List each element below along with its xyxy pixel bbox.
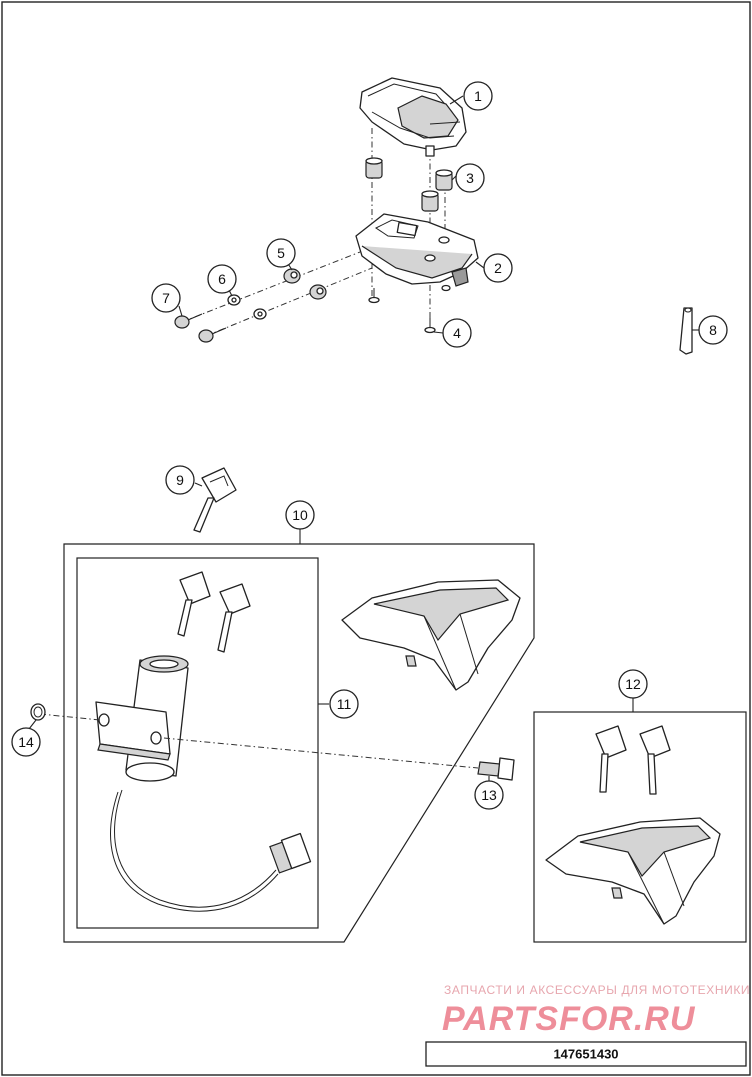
washer [227,294,267,320]
callout-8: 8 [698,315,728,345]
dashboard-assembly [174,77,479,343]
svg-text:2: 2 [494,260,502,276]
lock-housing-trim [545,817,721,925]
svg-text:9: 9 [176,472,184,488]
set-outline [63,543,535,943]
svg-text:7: 7 [162,290,170,306]
grommet [283,268,327,300]
svg-text:4: 4 [453,325,461,341]
watermark-brand: PARTSFOR.RU [442,1000,696,1038]
svg-text:10: 10 [292,507,308,523]
callout-6: 6 [207,264,237,294]
rubber-bushing [365,157,453,212]
watermark-subtitle: ЗАПЧАСТИ И АКСЕССУАРЫ ДЛЯ МОТОТЕХНИКИ [444,983,750,997]
svg-text:1: 1 [474,88,482,104]
ignition-cylinder [95,655,312,912]
callout-14: 14 [11,727,41,757]
svg-text:11: 11 [337,696,352,712]
callout-2: 2 [483,253,513,283]
lock-screw [477,757,515,781]
svg-text:6: 6 [218,271,226,287]
callout-4: 4 [442,318,472,348]
callout-12: 12 [618,669,648,699]
drawing-number-box: 147651430 [425,1041,747,1067]
drawing-number: 147651430 [553,1047,618,1062]
svg-text:12: 12 [625,676,641,692]
dashboard-bracket [355,213,479,287]
lock-housing-trim [341,579,521,691]
retaining-ring [30,703,46,721]
ignition-lock-set [39,543,535,943]
ignition-lock-box [76,557,319,929]
callout-10: 10 [285,500,315,530]
callout-9: 9 [165,465,195,495]
key [193,467,237,533]
svg-text:3: 3 [466,170,474,186]
small-screw [368,284,451,334]
key [177,571,251,653]
bolt [174,313,227,343]
watermark: ЗАПЧАСТИ И АКСЕССУАРЫ ДЛЯ МОТОТЕХНИКИ PA… [442,983,750,1038]
trim-key-set [533,711,747,943]
callout-11: 11 [329,689,359,719]
leader-lines [28,95,699,781]
key [595,725,671,795]
svg-text:8: 8 [709,322,717,338]
callout-5: 5 [266,238,296,268]
callout-3: 3 [455,163,485,193]
callout-7: 7 [151,283,181,313]
svg-text:5: 5 [277,245,285,261]
callout-1: 1 [463,81,493,111]
svg-text:14: 14 [18,734,34,750]
callout-13: 13 [474,780,504,810]
instrument-cluster [359,77,467,157]
svg-text:13: 13 [481,787,497,803]
cable-tie [679,307,693,355]
